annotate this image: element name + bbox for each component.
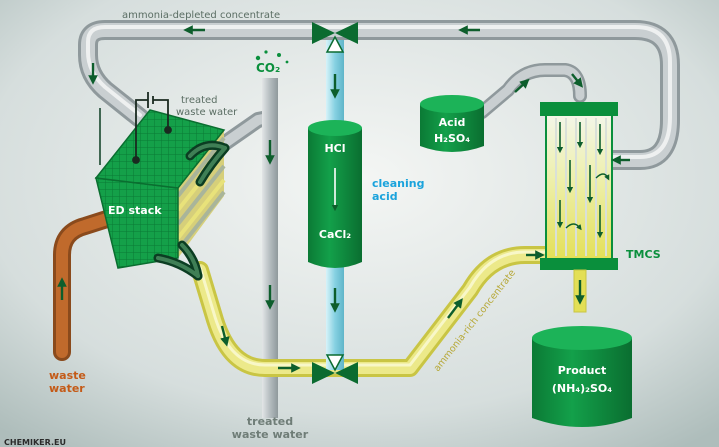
top-valve-icon xyxy=(312,22,358,53)
label-treated-bottom-2: waste water xyxy=(232,428,309,441)
flow-arrows xyxy=(57,25,630,373)
cleaning-column xyxy=(308,120,362,268)
label-acid: acid xyxy=(372,190,398,203)
label-cacl2: CaCl₂ xyxy=(319,228,351,241)
label-product: Product xyxy=(558,364,607,377)
waste-water-pipe xyxy=(53,209,119,361)
tmcs-column xyxy=(540,102,618,270)
corner-text: CHEMIKER.EU xyxy=(4,438,66,447)
bottom-valve-icon xyxy=(312,354,358,384)
co2-bubbles xyxy=(255,50,289,64)
label-water: water xyxy=(49,382,85,395)
power-supply-icon xyxy=(132,92,172,164)
outlet-manifold xyxy=(185,140,230,187)
label-treated-top-1: treated xyxy=(181,95,218,106)
label-co2: CO₂ xyxy=(256,61,280,75)
label-ammonia-depleted: ammonia-depleted concentrate xyxy=(122,10,280,21)
acid-tank xyxy=(420,95,484,152)
label-treated-bottom-1: treated xyxy=(247,415,293,428)
label-waste: waste xyxy=(49,369,86,382)
label-acid-tank: Acid xyxy=(439,116,466,129)
label-hcl: HCl xyxy=(324,142,345,155)
label-nh4-2so4: (NH₄)₂SO₄ xyxy=(552,382,612,395)
concentrate-manifold xyxy=(153,240,203,281)
ammonia-depleted-pipe xyxy=(78,20,680,170)
label-cleaning: cleaning xyxy=(372,177,424,190)
label-tmcs: TMCS xyxy=(626,248,661,261)
label-ed-stack: ED stack xyxy=(108,204,162,217)
label-h2so4: H₂SO₄ xyxy=(434,132,470,145)
label-treated-top-2: waste water xyxy=(176,107,238,118)
product-tank xyxy=(532,326,632,427)
